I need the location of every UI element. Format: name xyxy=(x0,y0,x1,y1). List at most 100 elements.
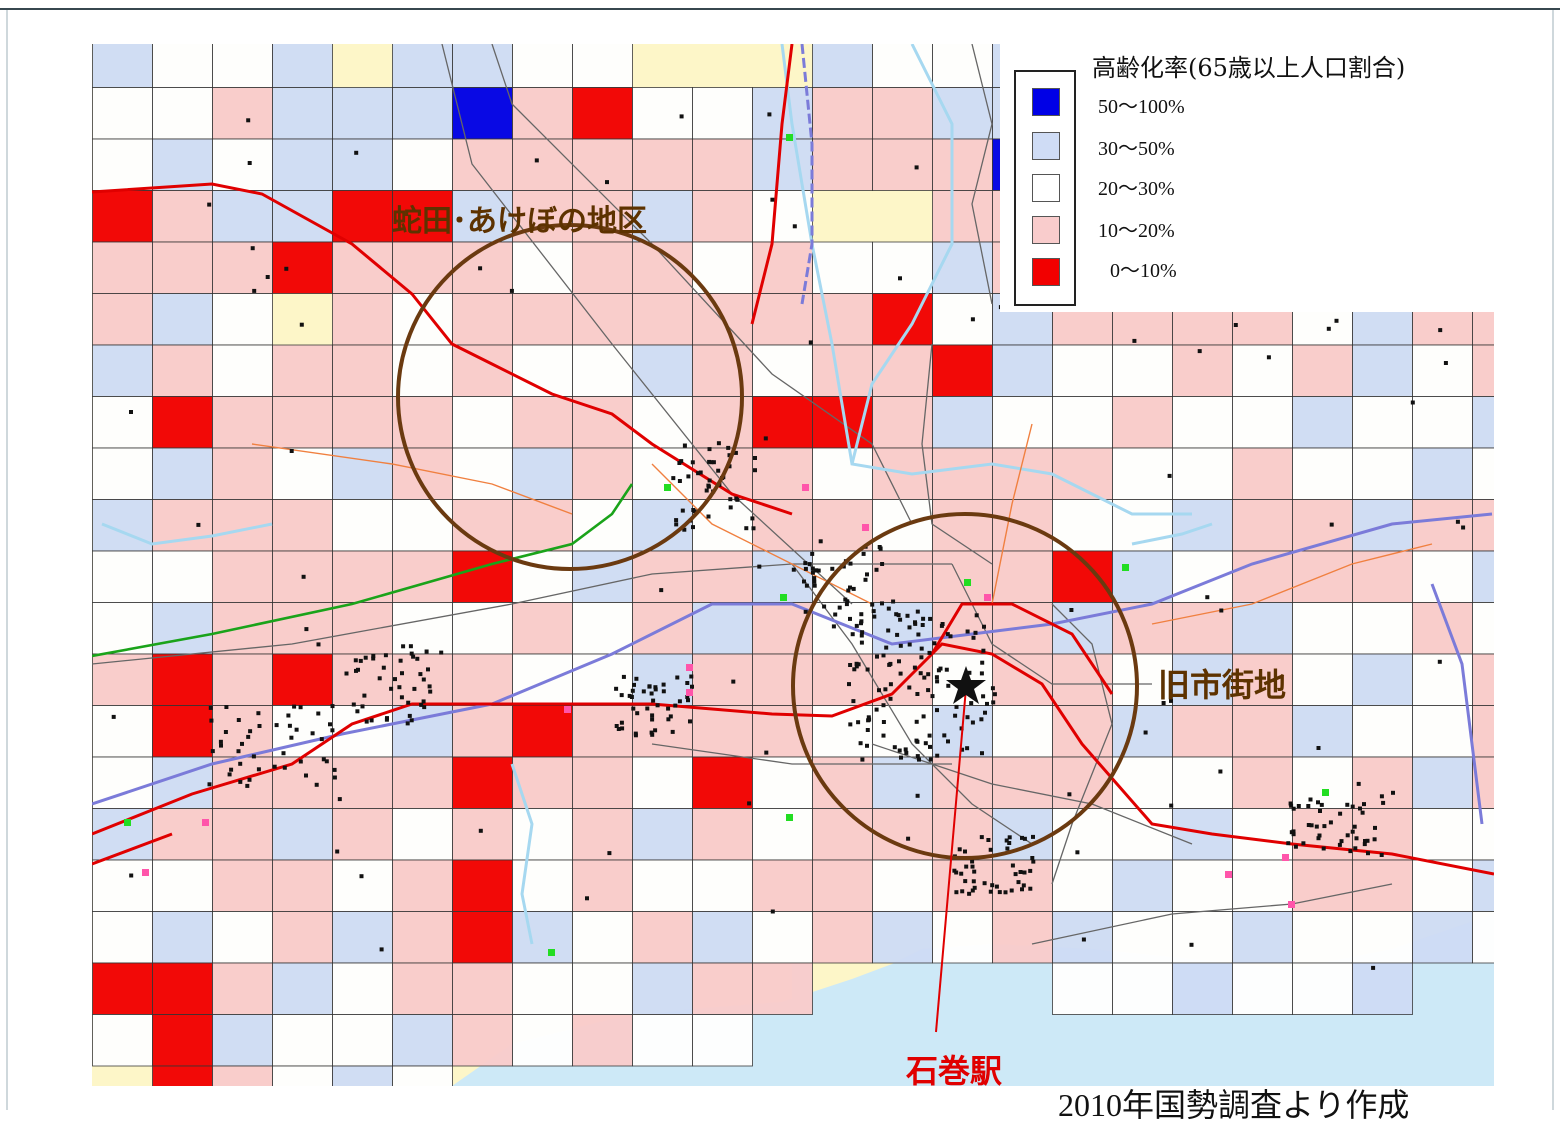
building-marker xyxy=(919,646,924,651)
building-marker xyxy=(1379,794,1384,799)
grid-cell xyxy=(392,1014,453,1067)
building-marker xyxy=(1329,522,1334,527)
building-marker xyxy=(321,757,326,762)
grid-cell xyxy=(212,962,273,1015)
building-marker xyxy=(649,691,654,696)
building-marker xyxy=(1306,804,1311,808)
building-marker xyxy=(421,699,426,704)
grid-cell xyxy=(212,138,273,191)
road-line xyxy=(1051,603,1113,885)
building-marker xyxy=(1348,849,1353,854)
building-marker xyxy=(415,656,420,661)
building-marker xyxy=(854,664,859,669)
building-marker xyxy=(401,644,406,649)
building-marker xyxy=(852,667,857,672)
building-marker xyxy=(651,698,656,703)
road-line xyxy=(92,563,952,665)
green-line xyxy=(92,483,634,658)
building-marker xyxy=(685,681,690,685)
building-marker xyxy=(677,479,682,483)
building-marker xyxy=(1293,844,1298,849)
building-marker xyxy=(716,441,721,446)
building-marker xyxy=(1291,806,1296,811)
building-marker xyxy=(1021,883,1026,888)
building-marker xyxy=(1326,326,1331,331)
building-marker xyxy=(649,730,654,735)
building-marker xyxy=(927,650,932,655)
building-marker xyxy=(616,727,621,731)
building-marker xyxy=(802,579,806,584)
building-marker xyxy=(848,663,853,667)
grid-cell xyxy=(512,1014,573,1067)
building-marker xyxy=(1306,823,1311,827)
grid-cell xyxy=(752,808,813,861)
grid-cell xyxy=(272,911,333,964)
grid-cell xyxy=(932,499,993,552)
building-marker xyxy=(281,751,286,756)
building-marker xyxy=(803,561,808,566)
building-marker xyxy=(848,722,853,727)
building-marker xyxy=(248,729,253,734)
grid-cell xyxy=(752,756,813,809)
grid-cell xyxy=(92,447,153,500)
grid-cell xyxy=(152,808,213,861)
building-marker xyxy=(1197,349,1202,354)
building-marker xyxy=(196,522,201,527)
grid-cell xyxy=(512,293,573,346)
grid-cell xyxy=(392,190,453,243)
building-marker xyxy=(1018,870,1023,874)
building-marker xyxy=(301,574,306,579)
building-marker xyxy=(1334,318,1339,323)
building-marker xyxy=(812,579,817,584)
grid-cell xyxy=(1292,756,1353,809)
building-marker xyxy=(1319,802,1324,807)
building-marker xyxy=(641,689,646,694)
building-marker xyxy=(397,685,402,690)
grid-cell xyxy=(92,138,153,191)
building-marker xyxy=(856,720,861,725)
building-marker xyxy=(979,717,984,722)
building-marker xyxy=(881,720,886,724)
building-marker xyxy=(808,340,813,345)
grid-cell xyxy=(932,447,993,500)
building-marker xyxy=(439,650,444,655)
building-marker xyxy=(682,443,687,448)
grid-cell xyxy=(932,344,993,397)
building-marker xyxy=(337,797,342,802)
building-marker xyxy=(1410,400,1415,405)
building-marker xyxy=(207,202,212,207)
facility-marker-green xyxy=(1122,564,1129,571)
building-marker xyxy=(750,516,755,521)
building-marker xyxy=(1167,473,1172,478)
building-marker xyxy=(990,686,995,691)
grid-cell xyxy=(1292,344,1353,397)
river-line xyxy=(850,44,954,465)
building-marker xyxy=(963,849,967,854)
grid-cell xyxy=(212,911,273,964)
building-marker xyxy=(1067,792,1072,797)
building-marker xyxy=(914,719,919,724)
building-marker xyxy=(1443,361,1448,365)
building-marker xyxy=(747,801,752,806)
building-marker xyxy=(298,759,303,764)
building-marker xyxy=(965,715,970,720)
building-marker xyxy=(332,767,337,772)
grid-cell xyxy=(452,911,513,964)
grid-cell xyxy=(1292,396,1353,449)
grid-cell xyxy=(1052,859,1113,912)
building-marker xyxy=(847,682,851,687)
building-marker xyxy=(957,847,962,852)
grid-cell xyxy=(812,344,873,397)
grid-cell xyxy=(272,1065,333,1086)
grid-cell xyxy=(1472,808,1494,861)
building-marker xyxy=(907,685,912,690)
building-marker xyxy=(837,605,842,610)
building-marker xyxy=(674,518,679,523)
grid-cell xyxy=(692,962,753,1015)
building-marker xyxy=(751,526,756,531)
grid-cell xyxy=(332,602,393,655)
building-marker xyxy=(895,632,900,637)
building-marker xyxy=(1169,698,1173,703)
building-marker xyxy=(1322,824,1327,829)
road-line xyxy=(1031,883,1393,945)
